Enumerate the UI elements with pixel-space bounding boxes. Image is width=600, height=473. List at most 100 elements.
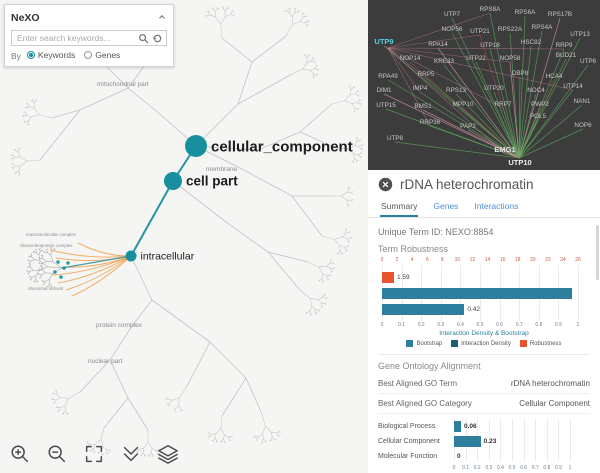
gene-label-nop14[interactable]: NOP14 xyxy=(400,55,421,62)
fit-button[interactable] xyxy=(82,443,106,467)
legend-item-bootstrap: Bootstrap xyxy=(406,340,442,347)
gene-label-kre33[interactable]: KRE33 xyxy=(434,58,454,65)
scrollbar[interactable] xyxy=(596,225,599,280)
gene-label-utp21[interactable]: UTP21 xyxy=(470,28,490,35)
bottom-axis-tick: 0.4 xyxy=(496,465,504,471)
bottom-axis-tick: 0.7 xyxy=(515,322,523,328)
search-icon[interactable] xyxy=(138,33,149,44)
gene-label-rrp9[interactable]: RRP9 xyxy=(556,42,573,49)
top-axis-tick: 24 xyxy=(560,257,566,263)
gene-label-rrp5[interactable]: RRP5 xyxy=(418,71,435,78)
gene-label-nan1[interactable]: NAN1 xyxy=(574,98,591,105)
gene-label-mpp10[interactable]: MPP10 xyxy=(453,101,474,108)
interaction-network-panel: UTP7 RPS8A RPS6A RPS17B NOP56 UTP21 RPS22A RPS4… xyxy=(368,0,600,170)
term-node-intracellular[interactable] xyxy=(125,250,137,262)
bottom-axis-tick: 1 xyxy=(568,465,572,471)
gridline xyxy=(558,419,560,461)
tree-term-label: membrane xyxy=(206,166,237,173)
gene-label-nop58[interactable]: NOP58 xyxy=(500,55,521,62)
term-node-cell-part[interactable] xyxy=(164,172,182,190)
tree-term-label: protein complex xyxy=(96,322,143,329)
tab-summary[interactable]: Summary xyxy=(380,198,419,217)
legend-swatch xyxy=(519,340,527,347)
gene-label-utp15[interactable]: UTP15 xyxy=(376,102,396,109)
gene-label-rps6a[interactable]: RPS6A xyxy=(515,9,536,16)
expand-all-button[interactable] xyxy=(119,443,143,467)
gene-label-rpa14[interactable]: RPA14 xyxy=(428,41,448,48)
biological-process-bar xyxy=(454,421,461,432)
gene-label-rrp7[interactable]: RRP7 xyxy=(495,101,512,108)
gene-label-hca4[interactable]: HCA4 xyxy=(546,73,563,80)
gridline xyxy=(500,419,502,461)
bar-value-label: 0.42 xyxy=(467,305,480,313)
zoom-out-icon xyxy=(48,445,66,463)
term-node-label[interactable]: intracellular xyxy=(141,251,195,263)
close-icon[interactable] xyxy=(378,177,393,192)
gene-label-utp14[interactable]: UTP14 xyxy=(563,83,583,90)
gene-label-pwp2[interactable]: PWP2 xyxy=(531,101,549,108)
gene-label-utp8[interactable]: UTP8 xyxy=(387,135,404,142)
gene-label-utp10[interactable]: UTP10 xyxy=(508,158,531,167)
search-mode-keywords[interactable]: Keywords xyxy=(26,50,75,60)
gene-label-noc4[interactable]: NOC4 xyxy=(527,87,545,94)
term-node-label[interactable]: cell part xyxy=(186,174,238,189)
legend-label: Interaction Density xyxy=(461,340,511,347)
gene-label-utp18[interactable]: UTP18 xyxy=(480,42,500,49)
gene-label-utp20[interactable]: UTP20 xyxy=(484,85,504,92)
gene-label-rps17b[interactable]: RPS17B xyxy=(548,11,572,18)
gene-label-utp9[interactable]: UTP9 xyxy=(374,37,393,46)
expand-all-icon xyxy=(123,446,139,462)
search-mode-genes[interactable]: Genes xyxy=(84,50,120,60)
term-node-label[interactable]: cellular_component xyxy=(211,138,353,155)
gene-label-rps22a[interactable]: RPS22A xyxy=(498,26,523,33)
bottom-axis-tick: 0 xyxy=(380,322,384,328)
legend-label: Bootstrap xyxy=(416,340,443,347)
bottom-axis-tick: 0.6 xyxy=(496,322,504,328)
gene-label-utp6[interactable]: UTP6 xyxy=(580,58,597,65)
gene-label-utp22[interactable]: UTP22 xyxy=(466,55,486,62)
gene-label-nop6[interactable]: NOP6 xyxy=(574,122,592,129)
gene-label-hsc82[interactable]: HSC82 xyxy=(521,39,542,46)
gene-label-emg1[interactable]: EMG1 xyxy=(494,145,515,154)
gene-label-dbp8[interactable]: DBP8 xyxy=(512,70,529,77)
gene-label-rps13[interactable]: RPS13 xyxy=(446,87,466,94)
legend-swatch xyxy=(406,340,414,347)
gene-label-pol5[interactable]: POL5 xyxy=(530,113,547,120)
collapse-chevron-icon[interactable] xyxy=(157,9,167,27)
tab-interactions[interactable]: Interactions xyxy=(474,201,519,211)
gene-label-pap2[interactable]: PAP2 xyxy=(460,123,476,130)
top-axis-tick: 6 xyxy=(425,257,429,263)
reset-icon[interactable] xyxy=(152,33,163,44)
search-input[interactable] xyxy=(15,32,135,44)
bottom-axis-tick: 0.6 xyxy=(520,465,528,471)
radio-icon[interactable] xyxy=(26,51,35,59)
zoom-out-button[interactable] xyxy=(45,443,69,467)
layers-icon xyxy=(158,445,178,464)
gene-label-rps4a[interactable]: RPS4A xyxy=(532,24,553,31)
gene-label-imp4[interactable]: IMP4 xyxy=(413,85,428,92)
term-node-cellular-component[interactable] xyxy=(185,135,207,157)
tab-genes[interactable]: Genes xyxy=(433,201,459,211)
gene-label-dim1[interactable]: DIM1 xyxy=(376,87,392,94)
gene-label-bud21[interactable]: BUD21 xyxy=(556,52,577,59)
layers-button[interactable] xyxy=(156,443,180,467)
fit-icon xyxy=(85,445,103,463)
gene-label-utp7[interactable]: UTP7 xyxy=(444,11,461,18)
gene-label-rrp36[interactable]: RRP36 xyxy=(420,119,441,126)
gene-label-utp13[interactable]: UTP13 xyxy=(570,31,590,38)
top-axis-tick: 14 xyxy=(484,257,491,263)
radio-icon[interactable] xyxy=(84,51,93,59)
zoom-in-button[interactable] xyxy=(8,443,32,467)
gridline xyxy=(570,419,571,461)
interaction-network-canvas[interactable]: UTP7 RPS8A RPS6A RPS17B NOP56 UTP21 RPS22A RPS4… xyxy=(368,0,600,170)
gene-label-rpa49[interactable]: RPA49 xyxy=(378,73,398,80)
top-axis-tick: 26 xyxy=(575,257,581,263)
interaction-density-bar xyxy=(382,303,465,315)
bottom-axis-tick: 0.9 xyxy=(554,322,562,328)
gene-label-bms1[interactable]: BMS1 xyxy=(414,103,432,110)
gene-label-nop56[interactable]: NOP56 xyxy=(442,26,463,33)
tree-term-label: ribosomal subunit xyxy=(28,286,64,291)
gene-label-rps8a[interactable]: RPS8A xyxy=(480,6,501,13)
